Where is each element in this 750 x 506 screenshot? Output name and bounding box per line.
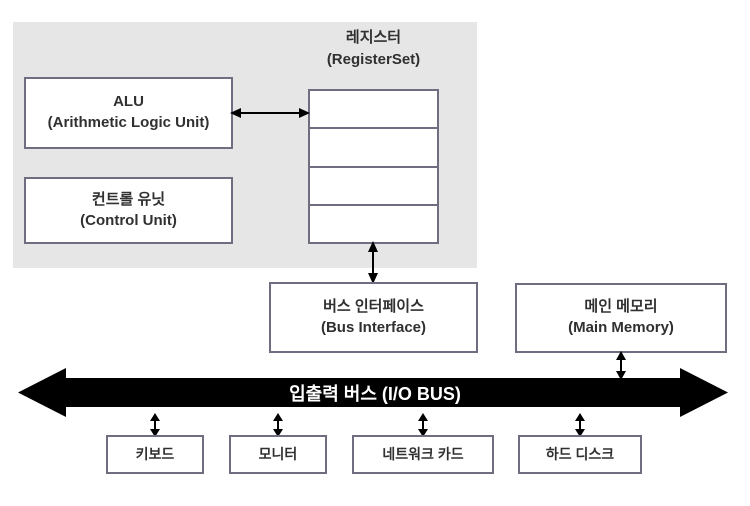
main-memory-label-en: (Main Memory) — [568, 319, 674, 336]
device-label-network-card: 네트워크 카드 — [382, 445, 464, 462]
main-memory-box[interactable]: 메인 메모리 (Main Memory) — [515, 283, 727, 353]
register-set-label-ko: 레지스터 — [345, 29, 402, 46]
register-row[interactable] — [310, 129, 437, 168]
monitor-to-io-bus-arrow — [265, 413, 291, 437]
alu-box[interactable]: ALU (Arithmetic Logic Unit) — [24, 77, 233, 149]
device-box-monitor[interactable]: 모니터 — [229, 435, 327, 474]
device-label-monitor: 모니터 — [258, 445, 298, 462]
io-bus-arrow — [18, 365, 728, 420]
alu-to-register-arrow — [230, 100, 310, 126]
keyboard-to-io-bus-arrow — [142, 413, 168, 437]
device-box-keyboard[interactable]: 키보드 — [106, 435, 204, 474]
bus-interface-box[interactable]: 버스 인터페이스 (Bus Interface) — [269, 282, 478, 353]
alu-label-en: (Arithmetic Logic Unit) — [47, 114, 210, 131]
control-unit-label-ko: 컨트롤 유닛 — [91, 190, 166, 208]
register-row[interactable] — [310, 168, 437, 206]
register-row[interactable] — [310, 206, 437, 242]
main-memory-label-ko: 메인 메모리 — [584, 298, 658, 316]
register-row[interactable] — [310, 91, 437, 130]
bus-interface-label-en: (Bus Interface) — [320, 318, 427, 336]
bus-interface-label-ko: 버스 인터페이스 — [323, 297, 424, 315]
hard-disk-to-io-bus-arrow — [567, 413, 593, 437]
register-set-label-en: (RegisterSet) — [326, 50, 421, 68]
control-unit-label-en: (Control Unit) — [80, 211, 177, 229]
device-label-keyboard: 키보드 — [135, 445, 175, 462]
register-set-box[interactable] — [308, 89, 439, 244]
control-unit-box[interactable]: 컨트롤 유닛 (Control Unit) — [24, 177, 233, 244]
device-box-network-card[interactable]: 네트워크 카드 — [352, 435, 494, 474]
alu-label-ko: ALU — [113, 93, 144, 111]
network-card-to-io-bus-arrow — [410, 413, 436, 437]
register-to-bus-interface-arrow — [360, 241, 386, 284]
device-box-hard-disk[interactable]: 하드 디스크 — [518, 435, 642, 474]
device-label-hard-disk: 하드 디스크 — [545, 445, 615, 462]
main-memory-to-io-bus-arrow — [608, 351, 634, 380]
register-set-label: 레지스터 (RegisterSet) — [308, 27, 439, 71]
